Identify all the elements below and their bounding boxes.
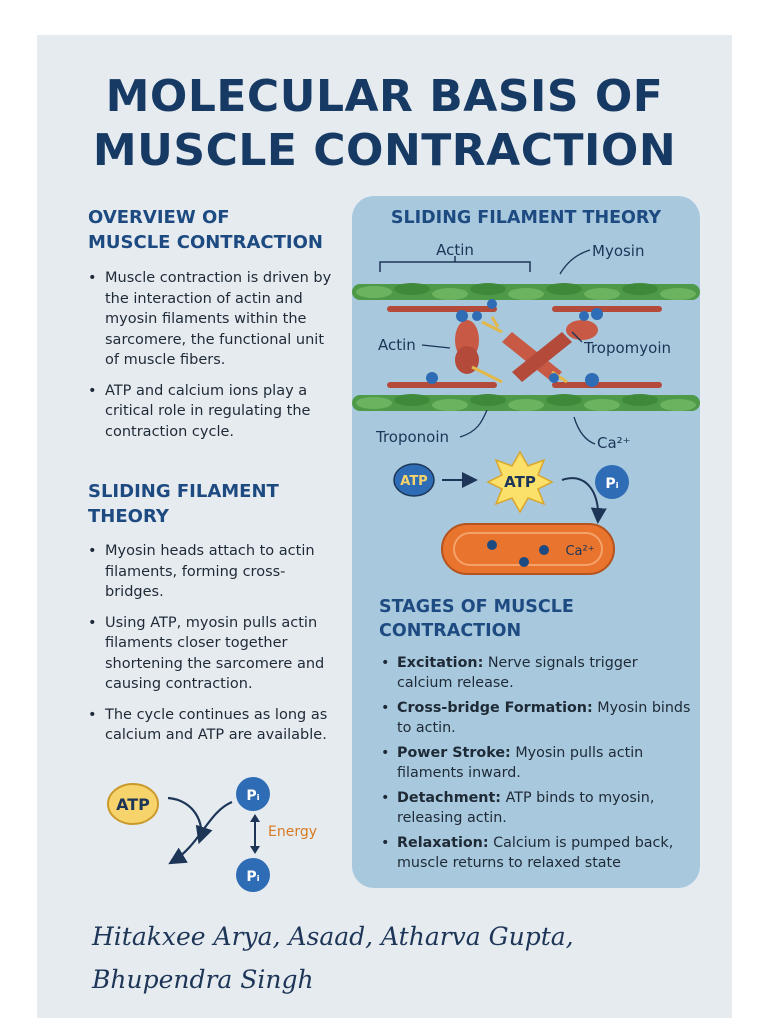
authors-line-2: Bhupendra Singh bbox=[92, 965, 314, 994]
cycle-arrow-left bbox=[168, 800, 233, 865]
overview-heading-line-1: OVERVIEW OF bbox=[88, 207, 230, 228]
authors-line-1: Hitakxee Arya, Asaad, Atharva Gupta, bbox=[92, 922, 574, 951]
panel-heading: SLIDING FILAMENT THEORY bbox=[390, 208, 662, 228]
overview-list: Muscle contraction is driven by the inte… bbox=[88, 268, 338, 452]
myosin-cross-bridges bbox=[426, 299, 603, 387]
overview-heading-line-2: MUSCLE CONTRACTION bbox=[88, 232, 323, 253]
actin-bracket bbox=[379, 261, 531, 272]
stage-text: Nerve signals trigger calcium release. bbox=[397, 655, 638, 691]
actin-filament-bottom bbox=[352, 394, 700, 411]
atp-star-burst bbox=[486, 450, 554, 514]
stage-text: Calcium is pumped back, muscle returns t… bbox=[397, 835, 674, 871]
myosin-filament bbox=[552, 306, 662, 312]
troponin-label: Troponoin bbox=[375, 428, 449, 446]
pi-circle-panel bbox=[595, 465, 629, 499]
authors-signature: Hitakxee Arya, Asaad, Atharva Gupta, Bhu… bbox=[92, 915, 574, 1001]
atp-star-label: ATP bbox=[504, 473, 536, 491]
actin-left-label: Actin bbox=[378, 336, 416, 354]
stage-term: Excitation: bbox=[397, 655, 484, 671]
myosin-label: Myosin bbox=[592, 242, 645, 260]
sliding-filament-list: Myosin heads attach to actin filaments, … bbox=[88, 541, 338, 756]
pi-label-bottom: Pᵢ bbox=[246, 869, 259, 885]
pi-label-panel: Pᵢ bbox=[605, 476, 618, 492]
stages-heading: STAGES OF MUSCLE CONTRACTION bbox=[379, 595, 574, 643]
sliding-heading-line-2: THEORY bbox=[88, 506, 169, 527]
sarcoplasmic-reticulum bbox=[441, 523, 615, 575]
tropomyosin-label: Tropomyoin bbox=[583, 339, 671, 357]
list-item: Excitation: Nerve signals trigger calciu… bbox=[381, 653, 691, 693]
sliding-heading-line-1: SLIDING FILAMENT bbox=[88, 481, 279, 502]
calcium-label: Ca²⁺ bbox=[597, 434, 631, 452]
myosin-filament bbox=[387, 382, 497, 388]
actin-filament-top bbox=[352, 283, 700, 300]
pi-circle-bottom bbox=[236, 858, 270, 892]
atp-circle bbox=[107, 783, 159, 825]
pi-label-top: Pᵢ bbox=[246, 788, 259, 804]
sliding-filament-heading: SLIDING FILAMENT THEORY bbox=[88, 479, 279, 529]
stages-heading-line-2: CONTRACTION bbox=[379, 621, 522, 641]
stages-list: Excitation: Nerve signals trigger calciu… bbox=[381, 653, 691, 878]
stage-term: Relaxation: bbox=[397, 835, 489, 851]
energy-label: Energy bbox=[268, 824, 317, 840]
stage-term: Cross-bridge Formation: bbox=[397, 700, 593, 716]
stage-text: Myosin pulls actin filaments inward. bbox=[397, 745, 644, 781]
list-item: ATP and calcium ions play a critical rol… bbox=[88, 381, 338, 443]
atp-circle-panel bbox=[393, 463, 435, 497]
overview-heading: OVERVIEW OF MUSCLE CONTRACTION bbox=[88, 205, 323, 255]
atp-label: ATP bbox=[116, 795, 150, 814]
sarcomere-diagram: Actin Myosin bbox=[352, 241, 700, 575]
stage-text: Myosin binds to actin. bbox=[397, 700, 691, 736]
list-item: Detachment: ATP binds to myosin, releasi… bbox=[381, 788, 691, 828]
stages-heading-line-1: STAGES OF MUSCLE bbox=[379, 597, 574, 617]
atp-label-panel: ATP bbox=[400, 474, 427, 489]
list-item: The cycle continues as long as calcium a… bbox=[88, 705, 338, 746]
page-title: MOLECULAR BASIS OF MUSCLE CONTRACTION bbox=[37, 70, 732, 178]
list-item: Muscle contraction is driven by the inte… bbox=[88, 268, 338, 371]
title-line-1: MOLECULAR BASIS OF bbox=[105, 71, 664, 122]
atp-cycle-diagram: ATP Pᵢ Pᵢ Energy bbox=[107, 777, 317, 892]
list-item: Relaxation: Calcium is pumped back, musc… bbox=[381, 833, 691, 873]
actin-top-label: Actin bbox=[436, 241, 474, 259]
stage-text: ATP binds to myosin, releasing actin. bbox=[397, 790, 655, 826]
list-item: Myosin heads attach to actin filaments, … bbox=[88, 541, 338, 603]
pi-circle-top bbox=[236, 777, 270, 811]
list-item: Using ATP, myosin pulls actin filaments … bbox=[88, 613, 338, 695]
myosin-filament bbox=[552, 382, 662, 388]
stage-term: Detachment: bbox=[397, 790, 502, 806]
organelle-calcium-label: Ca²⁺ bbox=[565, 544, 594, 559]
stage-term: Power Stroke: bbox=[397, 745, 511, 761]
cycle-arrow-down bbox=[167, 796, 213, 845]
list-item: Cross-bridge Formation: Myosin binds to … bbox=[381, 698, 691, 738]
title-line-2: MUSCLE CONTRACTION bbox=[92, 125, 677, 176]
list-item: Power Stroke: Myosin pulls actin filamen… bbox=[381, 743, 691, 783]
myosin-filament bbox=[387, 306, 497, 312]
pi-arrow bbox=[561, 477, 607, 524]
